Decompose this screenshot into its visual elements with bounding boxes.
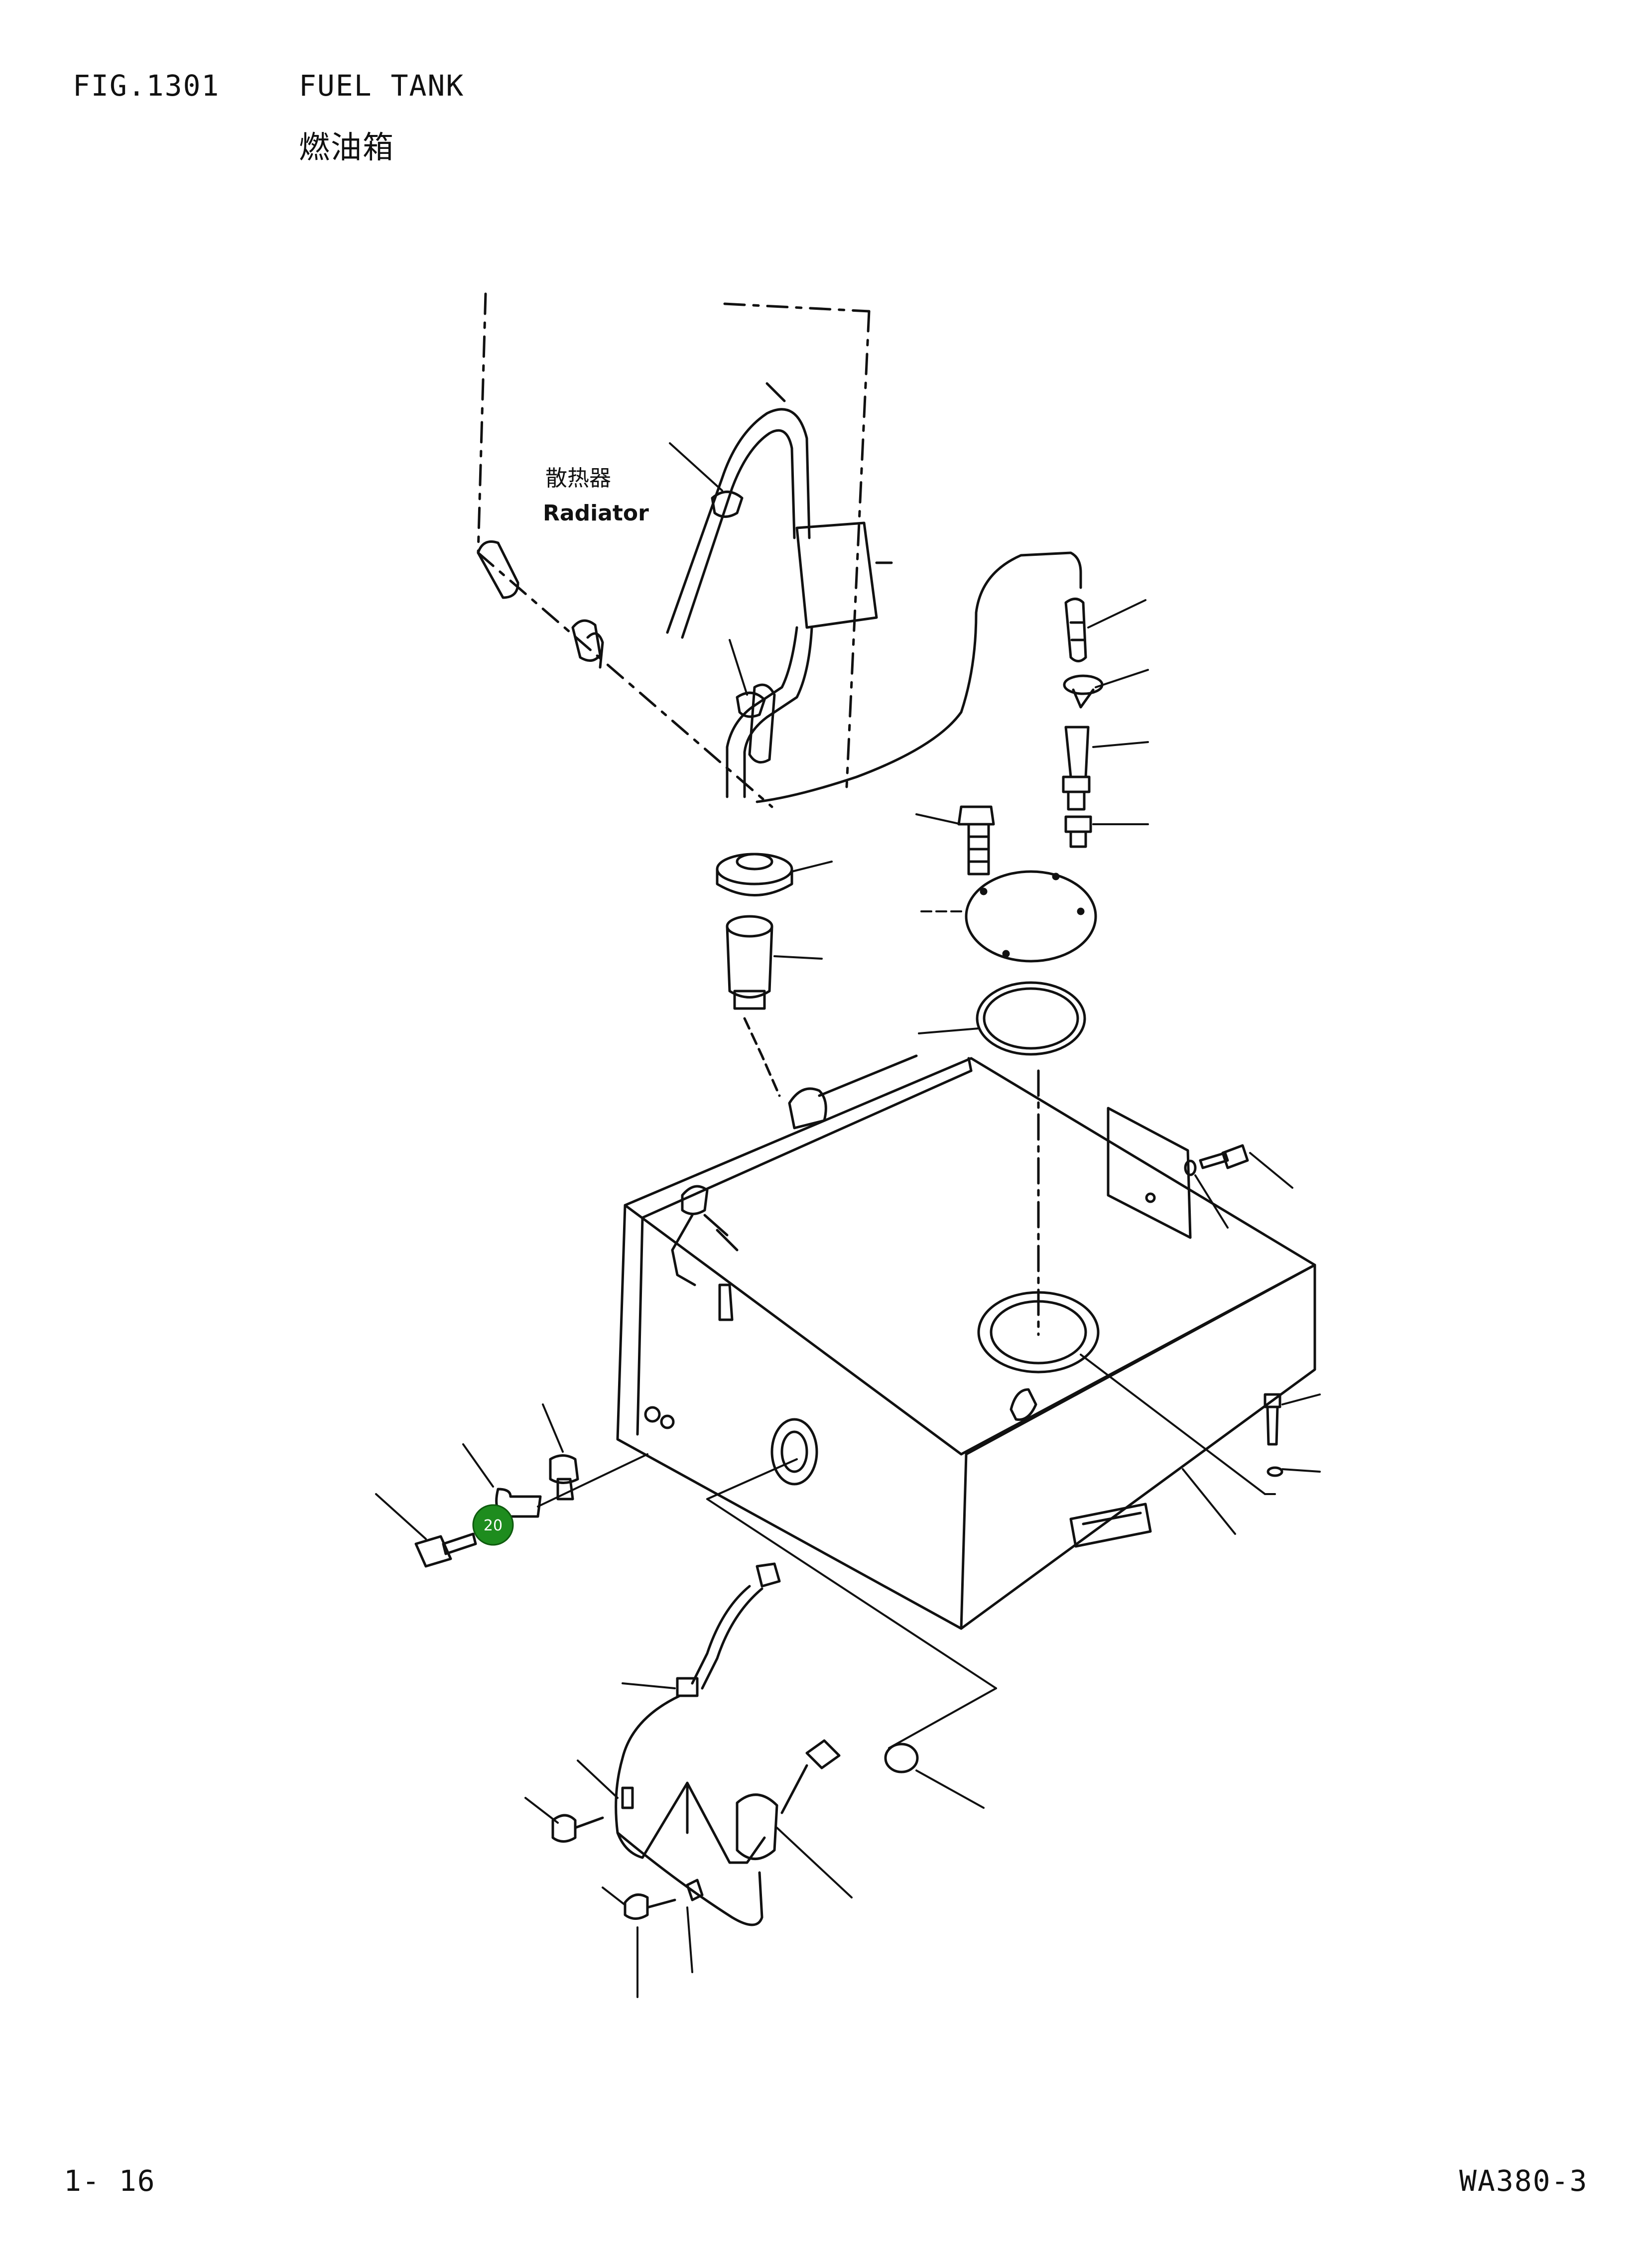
leader-lines-tank xyxy=(706,1354,1276,1749)
callout-marker-20[interactable]: 20 xyxy=(472,1504,514,1546)
drain-valve xyxy=(542,1403,579,1501)
model-number: WA380-3 xyxy=(1459,2164,1588,2198)
figure-title-chinese: 燃油箱 xyxy=(299,129,395,165)
nipple-fitting xyxy=(1062,726,1091,811)
bolt-right-upper xyxy=(1184,1144,1293,1229)
radiator-outline xyxy=(477,292,871,808)
tank-side-port xyxy=(644,1406,818,1486)
radiator-label-cn: 散热器 xyxy=(545,466,611,491)
filler-cap xyxy=(716,853,833,896)
radiator-mounts xyxy=(477,540,776,764)
callout-number: 20 xyxy=(484,1517,503,1534)
fuel-tank-body xyxy=(616,1054,1316,1630)
radiator-label-en: Radiator xyxy=(543,501,649,526)
bolt-right-lower xyxy=(1264,1393,1321,1477)
elbow-fitting xyxy=(1064,815,1092,848)
leader-lines-radiator xyxy=(669,442,748,696)
tank-handle xyxy=(1069,1503,1152,1548)
filler-neck xyxy=(726,915,823,1097)
tank-filler-ring xyxy=(977,1291,1100,1374)
hose-piece xyxy=(1064,598,1087,662)
hose-clamp-ring xyxy=(1063,674,1104,709)
drain-plug xyxy=(884,1743,985,1809)
gasket-ring xyxy=(918,981,1086,1056)
cover-bolt xyxy=(915,805,995,876)
cover-plate xyxy=(920,870,1097,963)
radiator-upper-hose xyxy=(666,382,893,798)
figure-number: FIG.1301 xyxy=(73,69,220,103)
page-number: 1- 16 xyxy=(64,2164,156,2198)
figure-title: FUEL TANK xyxy=(299,69,465,103)
drain-fittings-lower xyxy=(524,1760,693,1998)
breather-tube xyxy=(756,551,1082,803)
drain-bolt xyxy=(375,1493,477,1568)
leader-lines-right-top xyxy=(1087,599,1149,825)
drain-elbow xyxy=(462,1443,648,1518)
drain-hose-assembly xyxy=(615,1562,853,1926)
